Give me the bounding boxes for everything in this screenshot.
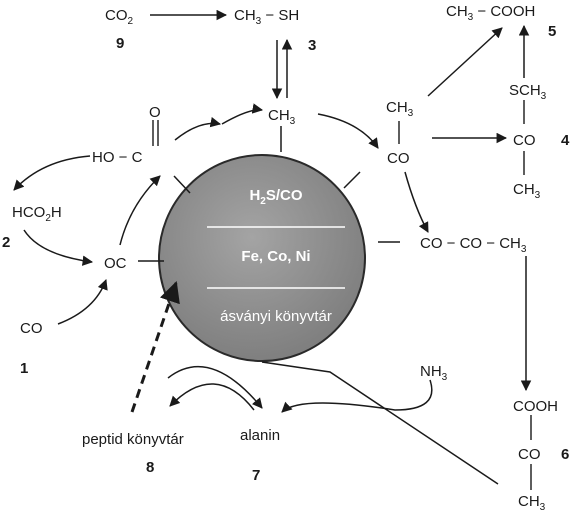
formula-ammonia: NH3 <box>420 363 448 383</box>
number-3: 3 <box>308 37 316 54</box>
number-7: 7 <box>252 467 260 484</box>
number-2: 2 <box>2 234 10 251</box>
arrow-carboxyl-to-formic <box>13 155 91 191</box>
formula-thioester-ch3: CH3 <box>513 181 541 201</box>
formula-co2: CO2 <box>105 7 134 27</box>
sphere-label-mineral-library: ásványi könyvtár <box>220 308 332 325</box>
formula-acetyl-co: CO <box>387 150 410 167</box>
arrow-peptide-library-to-sphere <box>130 281 180 413</box>
formula-acetyl-ch3: CH3 <box>386 99 414 119</box>
number-6: 6 <box>561 446 569 463</box>
formula-co: CO <box>20 320 43 337</box>
arrow-ammonia-to-alanine <box>281 379 433 413</box>
formula-thioester-sch3: SCH3 <box>509 82 547 102</box>
label-alanine: alanin <box>240 427 280 444</box>
arrow-acetyl-to-pyruvoyl <box>404 171 429 233</box>
label-peptide-library: peptid könyvtár <box>82 431 184 448</box>
number-5: 5 <box>548 23 556 40</box>
bond-carboxyl <box>173 175 191 194</box>
number-9: 9 <box>116 35 124 52</box>
arrow-formic-to-oc <box>23 229 94 266</box>
sphere-label-metals: Fe, Co, Ni <box>241 248 310 265</box>
formula-carboxyl-o: O <box>149 104 161 121</box>
formula-methyl-center: CH3 <box>268 107 296 127</box>
arrow-sphere-to-alanine <box>167 365 263 409</box>
formula-pyruvoyl: CO − CO − CH3 <box>420 235 527 255</box>
formula-pyruvate-co: CO <box>518 446 541 463</box>
number-8: 8 <box>146 459 154 476</box>
formula-methanethiol: CH3 − SH <box>234 7 299 27</box>
formula-acetic-acid: CH3 − COOH <box>446 3 535 23</box>
line-pyruvate-to-sphere <box>261 361 499 485</box>
formula-formic-acid: HCO2H <box>12 204 62 224</box>
formula-oc: OC <box>104 255 127 272</box>
arrow-co-to-oc <box>57 279 108 325</box>
arrow-oc-to-carboxyl <box>119 175 161 246</box>
mineral-sphere <box>158 154 366 362</box>
sphere-label-h2s-co: H2S/CO <box>249 187 302 207</box>
arrow-alanine-to-peptide <box>169 383 255 411</box>
arrow-methyl-path <box>221 103 264 125</box>
formula-thioester-co: CO <box>513 132 536 149</box>
bond-acetyl <box>343 171 361 189</box>
number-4: 4 <box>561 132 570 149</box>
arrow-carboxyl-to-methyl <box>174 117 222 141</box>
arrow-acetyl-to-acetic-acid <box>427 27 503 97</box>
formula-pyruvate-cooh: COOH <box>513 398 558 415</box>
arrow-methyl-to-acetyl <box>317 113 379 149</box>
formula-pyruvate-ch3: CH3 <box>518 493 546 513</box>
number-1: 1 <box>20 360 28 377</box>
formula-carboxyl: HO − C <box>92 149 143 166</box>
